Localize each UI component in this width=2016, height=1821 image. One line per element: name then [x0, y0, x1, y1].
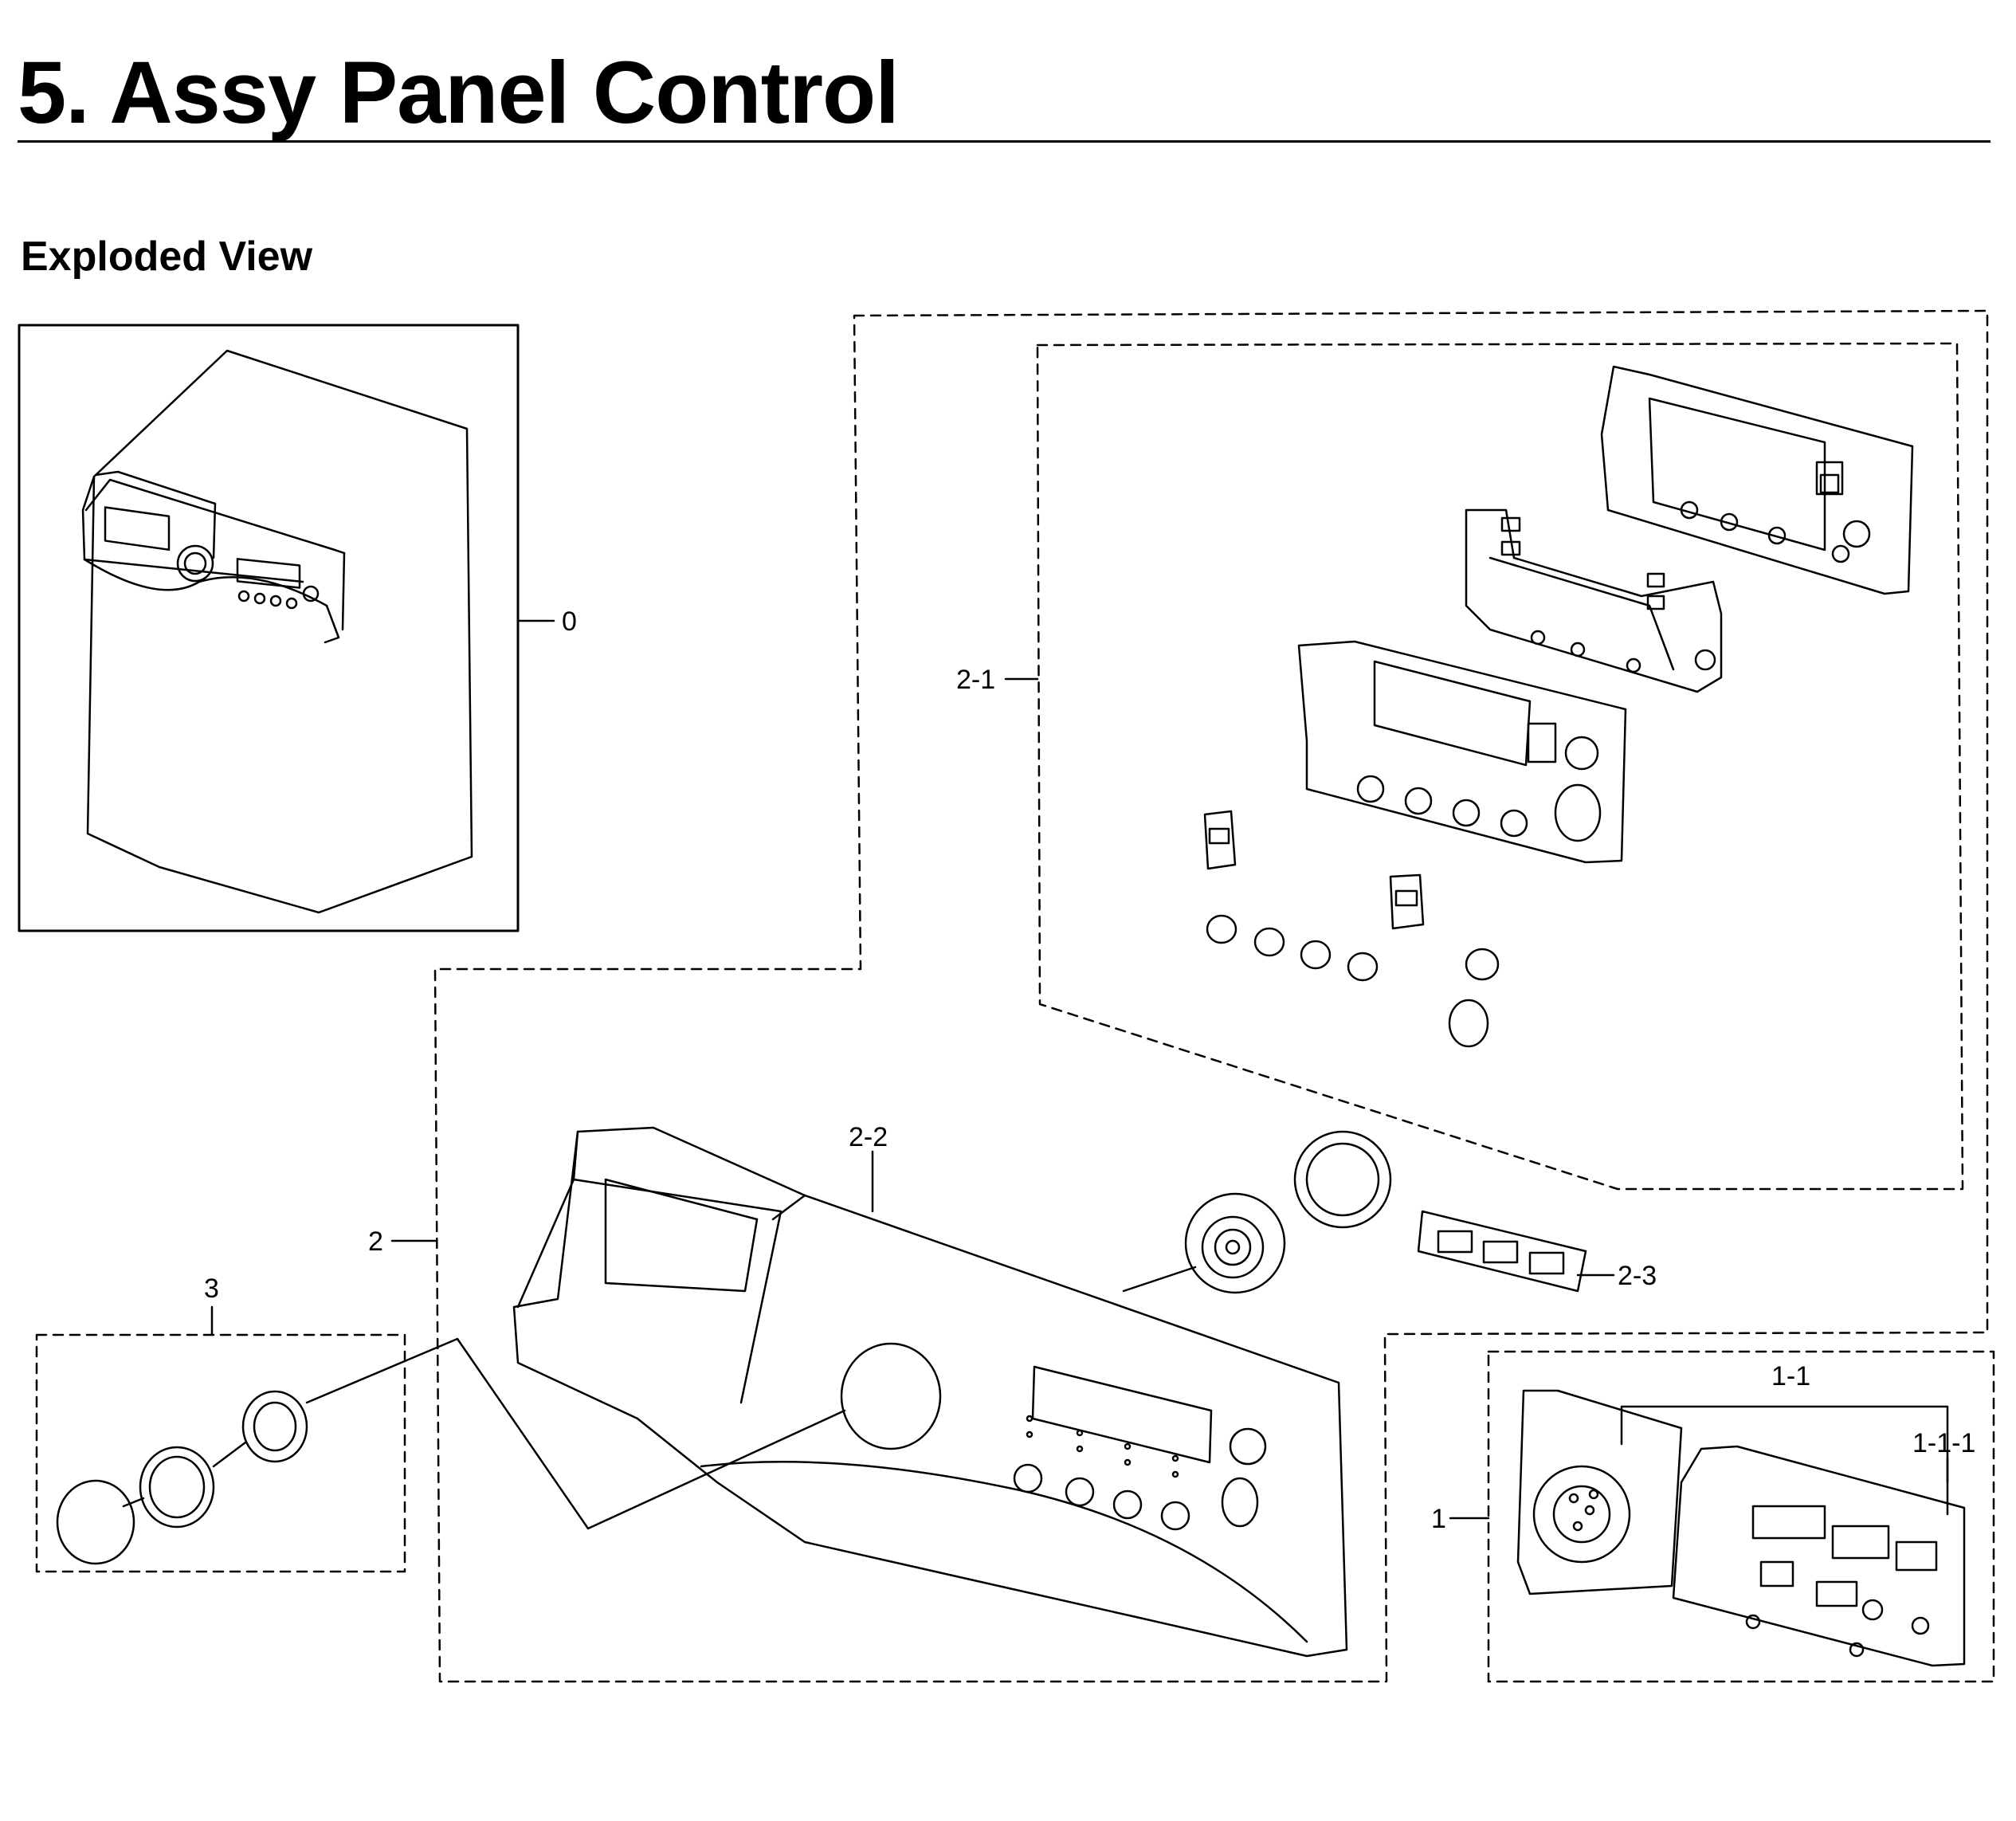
explode-line-1 — [122, 1497, 145, 1508]
label-2-3: 2-3 — [1618, 1261, 1657, 1291]
pcb-bracket-top — [1600, 365, 1914, 595]
label-1-1: 1-1 — [1771, 1361, 1810, 1391]
washer-illustration — [81, 349, 473, 914]
encoder-board — [1516, 1389, 1683, 1595]
label-3: 3 — [204, 1274, 219, 1304]
switch-frame — [1465, 508, 1723, 693]
label-1: 1 — [1431, 1504, 1446, 1534]
knob-ring-small — [139, 1446, 215, 1529]
label-0: 0 — [562, 606, 577, 637]
box-washer — [18, 324, 520, 932]
label-2-1: 2-1 — [956, 665, 995, 695]
knob-ring — [1293, 1130, 1392, 1229]
tact-switch-right — [1389, 873, 1425, 930]
box-knob-3 — [35, 1333, 406, 1573]
title-underline — [18, 140, 1991, 143]
label-2: 2 — [368, 1226, 383, 1257]
leader-knob — [1122, 1266, 1197, 1293]
selector-knob-base — [1184, 1192, 1286, 1294]
front-control-panel — [512, 1126, 1348, 1658]
leader-1-1 — [1620, 1405, 1949, 1484]
explode-line-2 — [212, 1441, 247, 1468]
main-pcb — [1672, 1445, 1966, 1667]
display-window — [1417, 1210, 1587, 1293]
knob-core — [241, 1390, 308, 1463]
box-assy-2 — [433, 309, 1989, 1683]
page-title: 5. Assy Panel Control — [18, 44, 900, 142]
explode-line-knob-panel — [305, 1337, 846, 1530]
section-heading: Exploded View — [21, 234, 313, 280]
knob-cap — [56, 1479, 135, 1565]
button-row — [1206, 914, 1500, 1048]
tact-switch-left — [1203, 810, 1237, 870]
box-pcb-1 — [1487, 1350, 1995, 1683]
label-1-1-1: 1-1-1 — [1912, 1428, 1975, 1458]
display-holder — [1297, 640, 1627, 864]
label-2-2: 2-2 — [849, 1122, 888, 1152]
